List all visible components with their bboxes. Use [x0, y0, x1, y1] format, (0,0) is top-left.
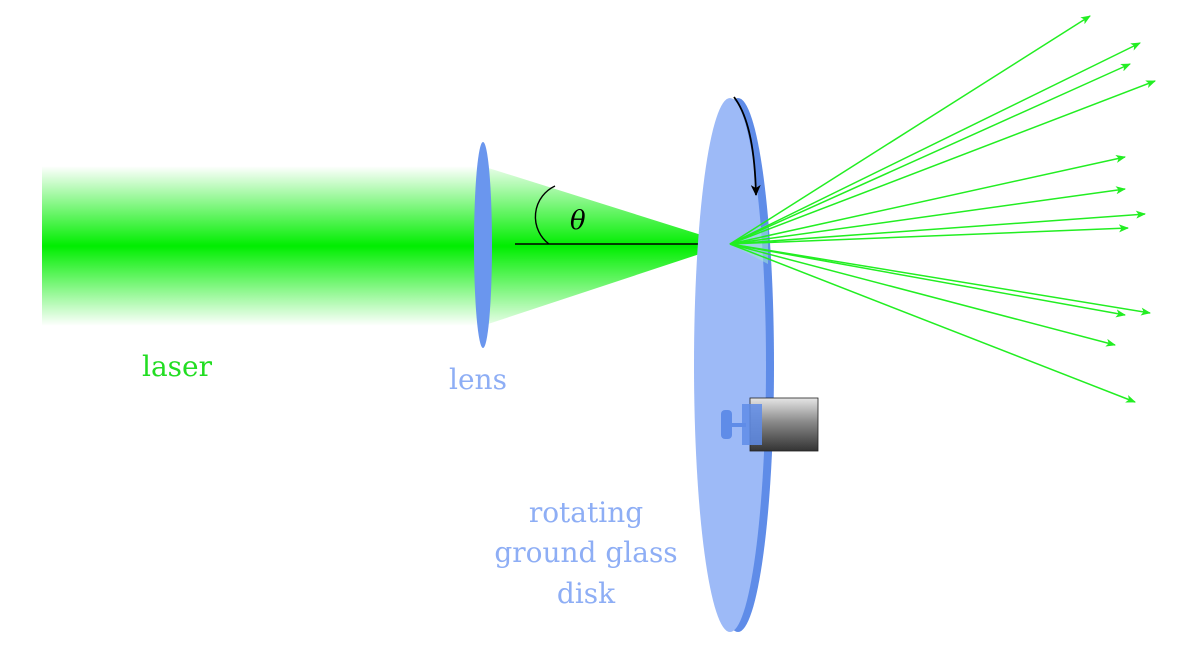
focus-cone — [482, 166, 730, 326]
ray — [729, 210, 1146, 245]
ray — [729, 80, 1156, 245]
motor-knob — [721, 410, 732, 439]
ray — [729, 42, 1141, 245]
ray — [729, 243, 1116, 347]
disk-label-line2: ground glass — [494, 536, 677, 569]
laser-beam — [42, 166, 482, 326]
angle-arc — [534, 185, 556, 245]
motor-shaft — [728, 423, 746, 427]
ray — [729, 155, 1126, 245]
scattered-rays — [729, 15, 1156, 403]
lens — [474, 142, 492, 348]
beam-through-disk — [730, 224, 768, 264]
lens-label: lens — [449, 363, 507, 396]
ray — [729, 243, 1126, 318]
ray — [729, 243, 1151, 316]
ray — [729, 186, 1126, 245]
ray — [729, 63, 1131, 245]
disk-label-line3: disk — [557, 577, 616, 610]
motor-icon — [721, 397, 819, 452]
curved-arrow-icon — [733, 96, 761, 196]
motor-mount — [742, 404, 762, 445]
laser-label: laser — [142, 350, 213, 383]
disk-label-line1: rotating — [529, 496, 643, 529]
disk-face — [694, 98, 766, 632]
ray — [729, 15, 1091, 245]
angle-label: θ — [570, 206, 586, 236]
ray — [729, 224, 1129, 245]
ray — [729, 243, 1136, 403]
